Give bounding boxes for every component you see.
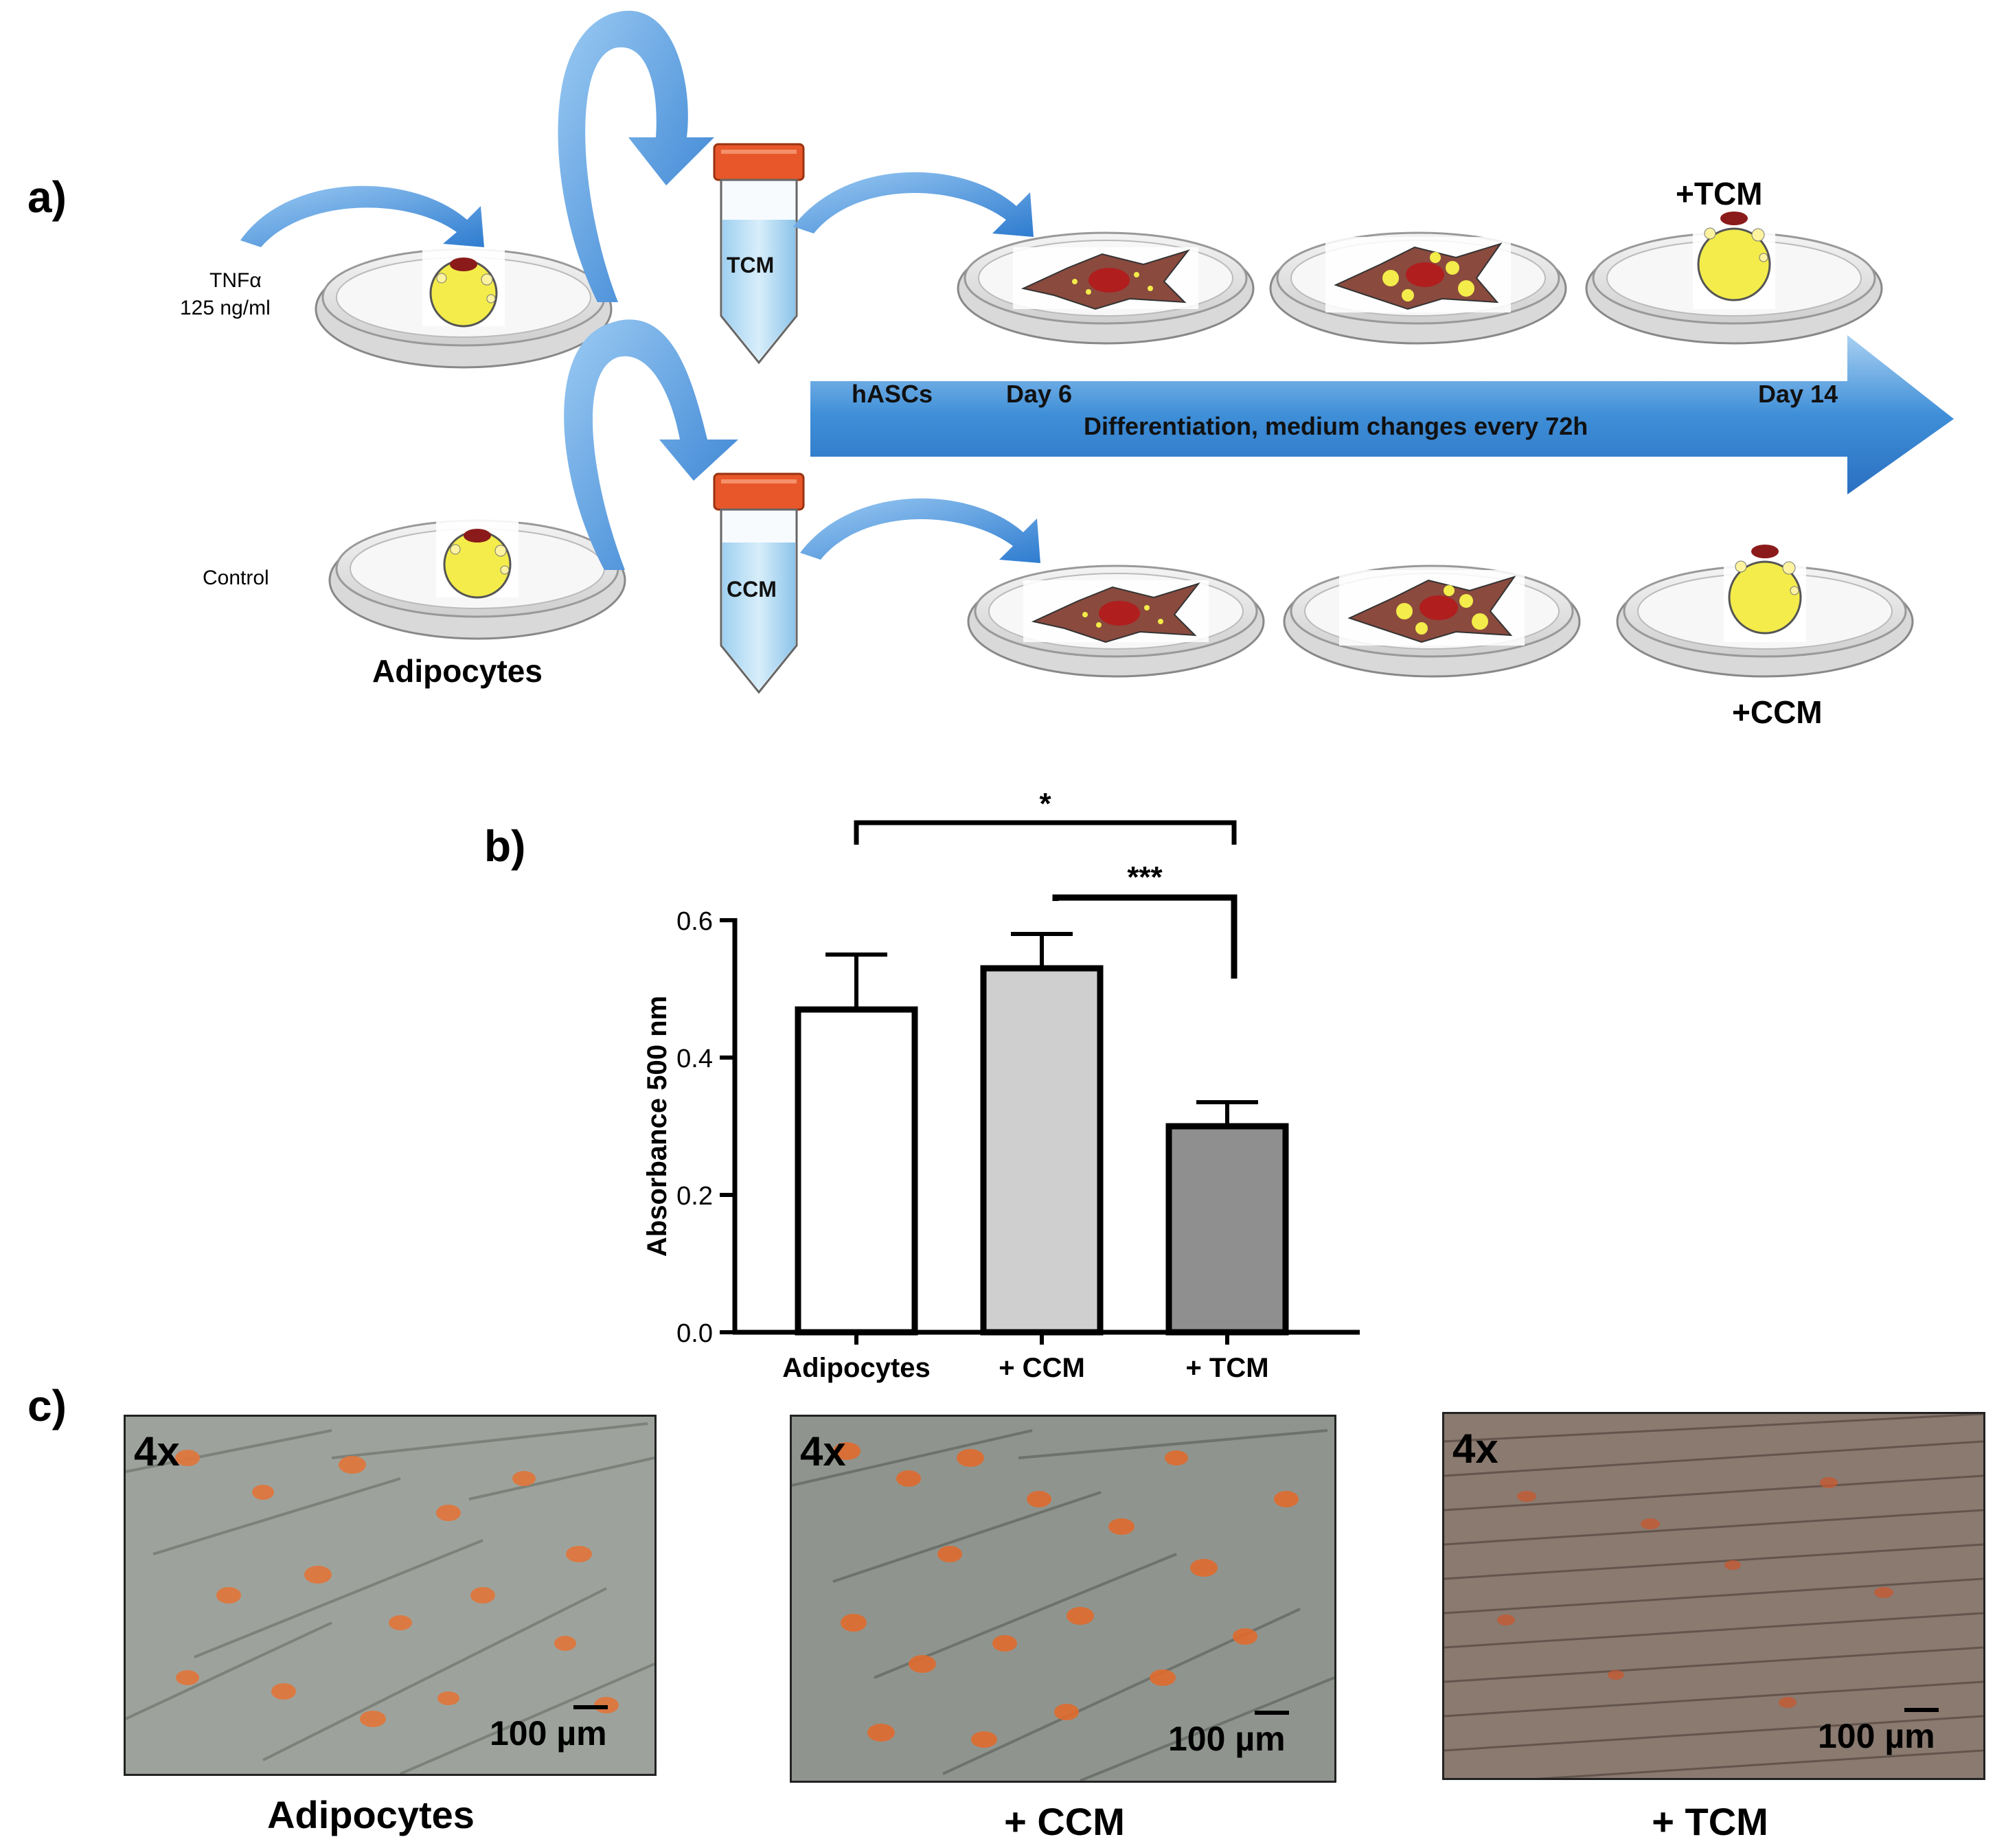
panel-b-letter: b)	[484, 821, 526, 871]
control-label: Control	[203, 567, 269, 589]
tnf-dish	[315, 247, 613, 369]
tcm-dish-day14	[1585, 196, 1883, 345]
tcm-dish-day6	[1269, 231, 1567, 345]
magnification-label: 4x	[800, 1428, 846, 1474]
micrograph-ccm: 4x 100 µm	[790, 1415, 1336, 1783]
caption-ccm: + CCM	[1004, 1800, 1125, 1843]
scale-label: 100 µm	[1168, 1720, 1286, 1758]
scale-label: 100 µm	[1818, 1717, 1935, 1755]
panel-c-letter: c)	[27, 1381, 67, 1430]
bar	[1165, 1123, 1289, 1336]
tnf-label-line1: TNFα	[209, 269, 262, 292]
tcm-result-label: +TCM	[1676, 176, 1763, 212]
bar	[795, 1006, 918, 1336]
micrograph-tcm: 4x 100 µm	[1442, 1412, 1985, 1780]
significance-top: *	[1039, 787, 1051, 821]
scale-bar	[573, 1705, 608, 1709]
timeline-day6: Day 6	[1006, 380, 1073, 408]
ccm-tube	[713, 472, 805, 694]
tcm-to-dish-arrow	[793, 172, 1034, 237]
tnf-add-arrow	[240, 185, 484, 247]
timeline-description: Differentiation, medium changes every 72…	[1084, 412, 1588, 440]
scale-bar	[1904, 1708, 1939, 1712]
timeline-arrow	[810, 335, 1954, 494]
significance-bracket-top	[854, 820, 1237, 845]
ccm-dish-day6	[1283, 564, 1581, 678]
bar-chart: * *** Adipocytes + CCM + TCM 0.0 0.2 0.4 0.6 A…	[642, 787, 1360, 1383]
adipocytes-label: Adipocytes	[372, 653, 543, 689]
tcm-tube	[713, 143, 805, 365]
y-axis-label: Absorbance 500 nm	[642, 996, 672, 1257]
ccm-result-label: +CCM	[1732, 694, 1823, 730]
magnification-label: 4x	[134, 1428, 180, 1474]
y-tick-label: 0.0	[676, 1319, 713, 1348]
bar	[980, 965, 1104, 1336]
tcm-dish-day0	[957, 231, 1255, 345]
loop-arrow-bottom	[564, 319, 738, 570]
caption-tcm: + TCM	[1652, 1800, 1768, 1843]
timeline-hascs: hASCs	[852, 380, 933, 408]
scale-bar	[1255, 1711, 1289, 1715]
magnification-label: 4x	[1452, 1426, 1498, 1472]
control-dish	[328, 518, 626, 640]
scale-label: 100 µm	[490, 1714, 607, 1753]
micrograph-ccm-image	[792, 1417, 1334, 1781]
tcm-tube-label: TCM	[727, 253, 775, 277]
loop-arrow-top	[558, 10, 714, 303]
x-tick-label: Adipocytes	[782, 1353, 931, 1383]
panel-a-letter: a)	[27, 172, 67, 222]
tnf-label-line2: 125 ng/ml	[180, 297, 271, 319]
ccm-tube-label: CCM	[727, 577, 777, 602]
micrograph-adipocytes: 4x 100 µm	[124, 1415, 657, 1776]
timeline-day14: Day 14	[1758, 380, 1838, 408]
significance-bottom: ***	[1127, 860, 1163, 894]
ccm-to-dish-arrow	[800, 498, 1040, 563]
panel-a-schematic	[240, 10, 1954, 694]
y-tick-label: 0.4	[676, 1045, 713, 1073]
ccm-dish-day0	[967, 564, 1265, 678]
ccm-dish-day14	[1616, 529, 1914, 678]
caption-adipocytes: Adipocytes	[267, 1793, 475, 1836]
micrograph-tcm-image	[1444, 1414, 1983, 1778]
x-tick-label: + CCM	[999, 1353, 1085, 1383]
y-tick-label: 0.6	[676, 907, 713, 936]
x-tick-label: + TCM	[1185, 1353, 1268, 1383]
significance-bracket-bottom	[1052, 894, 1238, 979]
y-tick-label: 0.2	[676, 1182, 713, 1211]
